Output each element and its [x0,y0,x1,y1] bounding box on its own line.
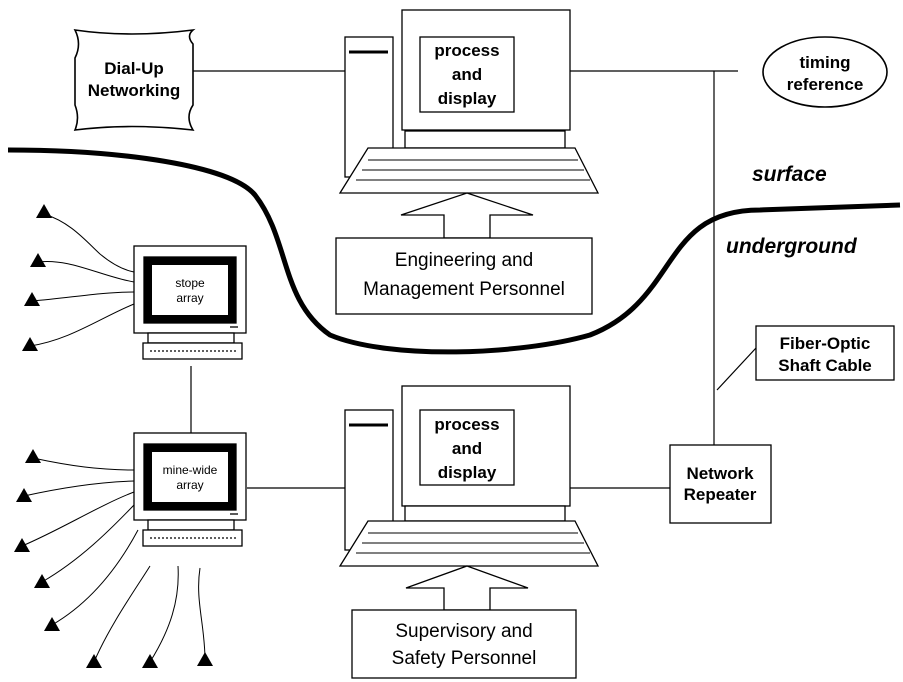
repeater-rect [669,444,772,524]
sensor-triangle [16,488,32,502]
sensor-cable [29,303,135,347]
fiber-line2: Shaft Cable [778,356,872,375]
engineering-line2: Management Personnel [363,279,565,300]
minewide-line2: array [176,478,203,492]
engineering-line1: Engineering and [395,250,533,271]
sensor-cable [31,291,135,302]
stope-line2: array [176,291,203,305]
sensor-triangle [44,617,60,631]
sensor-cable [93,565,151,663]
sensor-triangle [24,292,40,306]
sensor-triangle [142,654,158,668]
sensor-cable [23,480,135,497]
top-screen-line3: display [438,89,497,108]
sensor-triangle [14,538,30,552]
network-connections [190,70,757,489]
fiber-optic-callout: Fiber-Optic Shaft Cable [755,325,895,381]
supervisory-line2: Safety Personnel [392,648,537,669]
sensor-cable [37,260,135,283]
sensor-cable [21,491,135,547]
bottom-screen-line2: and [452,439,482,458]
supervisory-personnel-box: Supervisory and Safety Personnel [351,609,577,679]
timing-line2: reference [787,75,864,94]
monitor-screen [419,409,515,486]
sensor-triangle [34,574,50,588]
sensor-triangle [36,204,52,218]
supervisory-box-rect [351,609,577,679]
sensor-cable [149,565,179,663]
sensor-triangle [197,652,213,666]
base [147,332,235,344]
keyboard [142,342,243,360]
top-screen-line2: and [452,65,482,84]
monitor-screen-inner [152,265,228,315]
network-repeater-node: Network Repeater [669,444,772,524]
top-screen-line1: process [434,41,499,60]
stope-line1: stope [175,276,205,290]
sensor-cable [43,213,135,273]
sensor-triangle [86,654,102,668]
minewide-sensor-markers [14,449,213,668]
document-shape [73,28,196,131]
surface-label: surface [752,163,827,186]
sensor-cable [41,504,135,583]
minewide-line1: mine-wide [163,463,218,477]
timing-line1: timing [800,53,851,72]
supervisory-line1: Supervisory and [395,621,532,642]
minewide-array-workstation [133,432,247,547]
sensor-triangle [25,449,41,463]
sensor-cable [198,567,206,661]
monitor-screen [419,36,515,113]
engineering-personnel-box: Engineering and Management Personnel [335,237,593,315]
underground-label: underground [726,235,858,258]
sensor-triangle [22,337,38,351]
bottom-computer [338,385,600,567]
keyboard-keys [356,159,590,181]
sensor-cable [32,457,135,471]
supervisory-up-arrow [405,565,529,611]
top-computer [338,9,600,194]
engineering-up-arrow [400,192,534,239]
repeater-line2: Repeater [684,485,757,504]
repeater-line1: Network [686,464,754,483]
stope-sensor-markers [22,204,52,351]
timing-reference-node: timing reference [762,36,888,108]
fiber-rect [755,325,895,381]
dialup-line1: Dial-Up [104,59,164,78]
dialup-line2: Networking [88,81,181,100]
bottom-screen-line1: process [434,415,499,434]
ground-surface-line [7,147,901,355]
keyboard-keys [356,532,590,554]
stope-array-workstation [133,245,247,360]
bottom-screen-line3: display [438,463,497,482]
keyboard [142,529,243,547]
timing-ellipse [762,36,888,108]
dialup-networking-node: Dial-Up Networking [73,28,196,131]
engineering-box-rect [335,237,593,315]
fiber-callout-pointer [716,347,757,391]
sensor-triangle [30,253,46,267]
base [147,519,235,531]
monitor-base [404,505,566,522]
minewide-sensors [21,457,206,663]
monitor-screen-inner [152,452,228,502]
stope-sensors [29,213,135,347]
fiber-line1: Fiber-Optic [780,334,871,353]
monitor-base [404,130,566,149]
sensor-cable [51,529,139,626]
